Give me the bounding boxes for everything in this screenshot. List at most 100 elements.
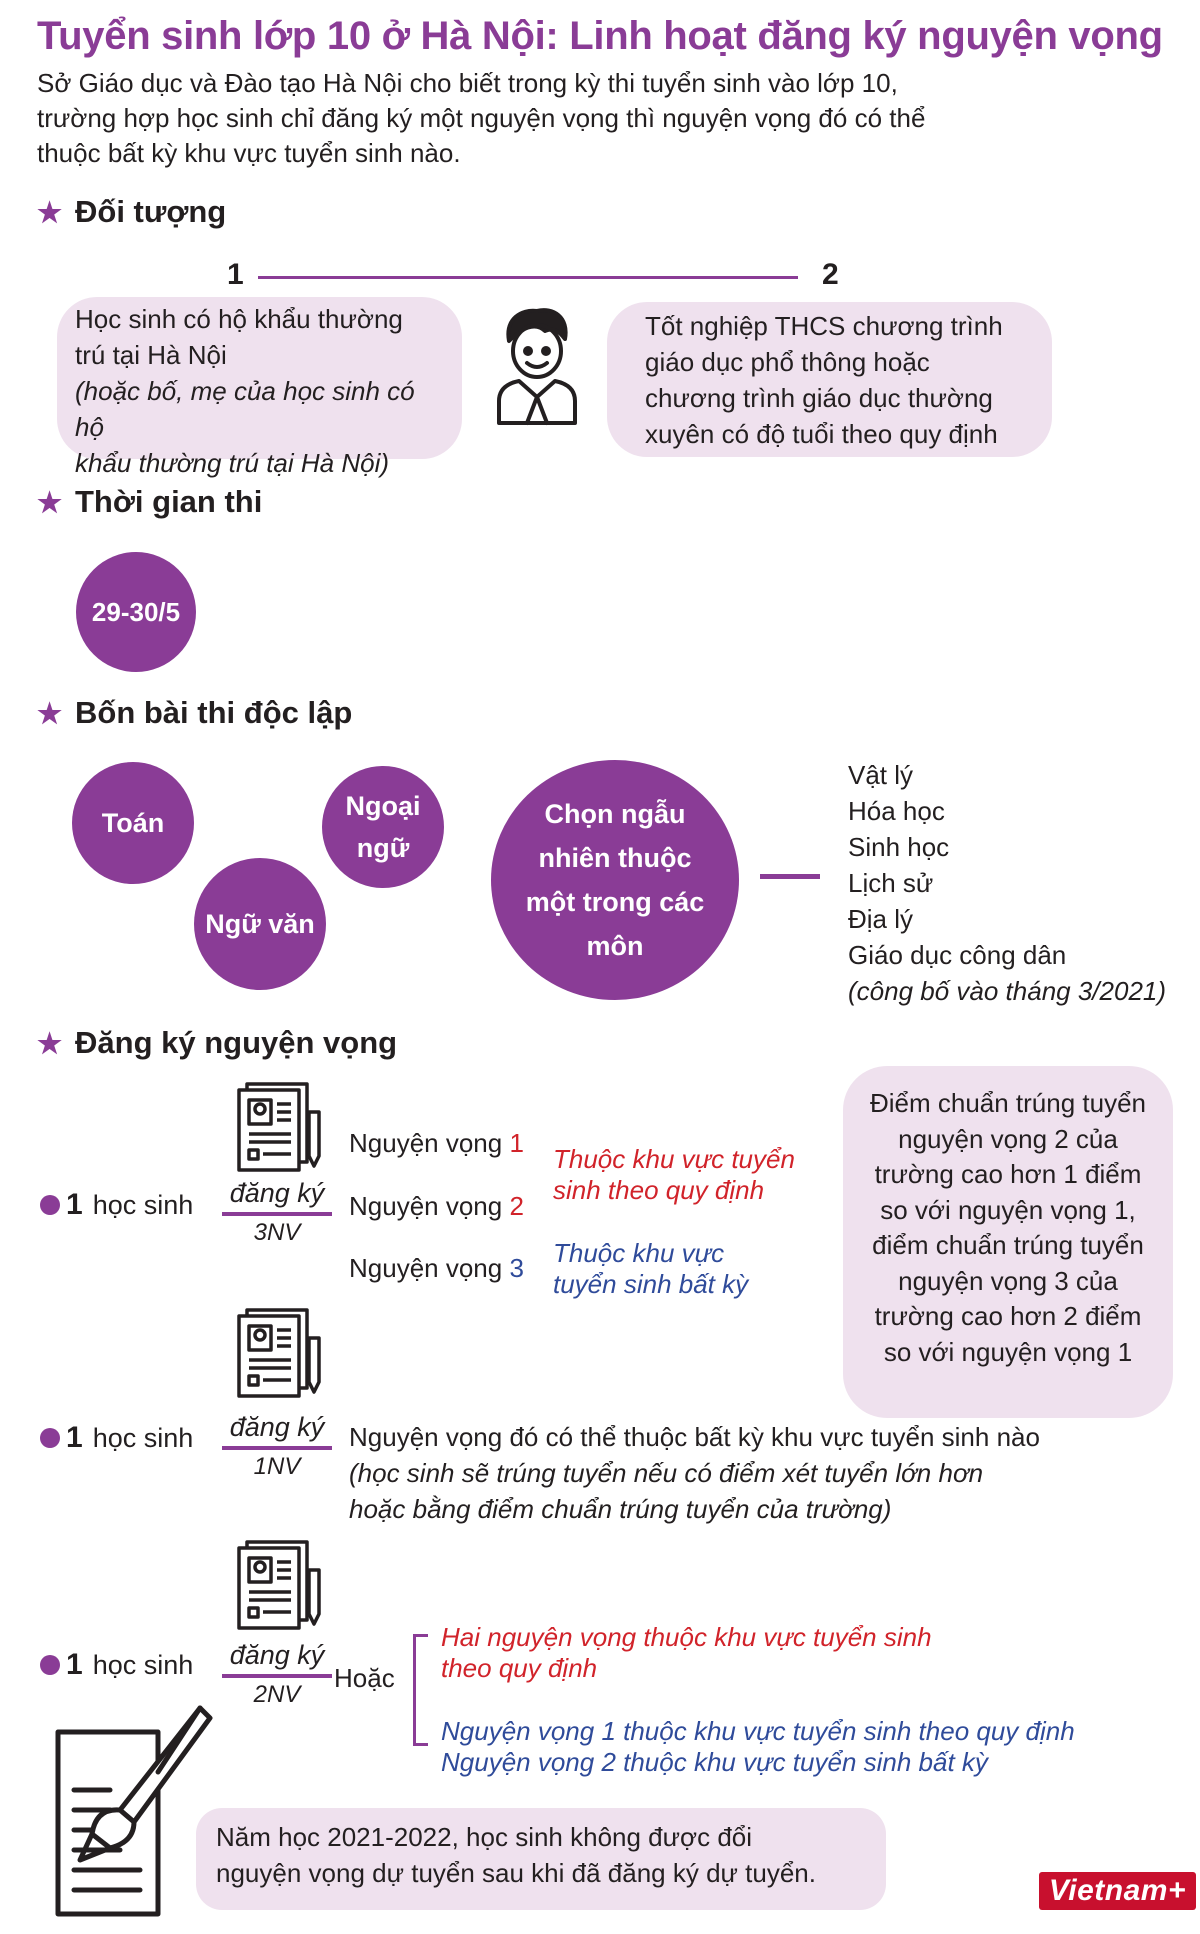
subject-line: Ngoại — [345, 791, 421, 821]
bullet-dot — [40, 1655, 60, 1675]
note-line: sinh theo quy định — [553, 1175, 765, 1205]
random-line: Chọn ngẫu — [544, 799, 686, 829]
blue-note: Thuộc khu vực tuyển sinh bất kỳ — [553, 1238, 748, 1300]
bubble-line: xuyên có độ tuổi theo quy định — [645, 419, 998, 449]
register-label: đăng ký — [229, 1412, 325, 1442]
registration-form-icon — [237, 1082, 321, 1172]
intro-text: Sở Giáo dục và Đào tạo Hà Nội cho biết t… — [37, 66, 1137, 171]
footer-note: Năm học 2021-2022, học sinh không được đ… — [196, 1808, 886, 1910]
nv-label: Nguyện vọng — [349, 1253, 503, 1283]
nv-label: Nguyện vọng — [349, 1128, 503, 1158]
bubble-line: Tốt nghiệp THCS chương trình — [645, 311, 1003, 341]
case2-line: Nguyện vọng đó có thể thuộc bất kỳ khu v… — [349, 1422, 1040, 1452]
box-line: nguyện vọng 3 của — [898, 1265, 1118, 1296]
box-line: so với nguyện vọng 1 — [883, 1336, 1133, 1367]
bullet-dot — [40, 1428, 60, 1448]
footer-line: Năm học 2021-2022, học sinh không được đ… — [216, 1822, 753, 1852]
page-title: Tuyển sinh lớp 10 ở Hà Nội: Linh hoạt đă… — [37, 14, 1163, 58]
subject-line: ngữ — [356, 833, 410, 863]
item-number-1: 1 — [227, 258, 244, 291]
nv-item-3: Nguyện vọng 3 — [349, 1253, 524, 1284]
subject-item: Hóa học — [848, 796, 945, 826]
nv-number: 3 — [509, 1253, 524, 1283]
box-line: nguyện vọng 2 của — [898, 1123, 1118, 1154]
star-icon: ★ — [37, 196, 63, 228]
nv-number: 2 — [509, 1191, 524, 1221]
random-subject-circle: Chọn ngẫu nhiên thuộc một trong các môn — [491, 760, 739, 1000]
exam-date-circle: 29-30/5 — [76, 552, 196, 672]
student-number: 1 — [66, 1421, 83, 1454]
nv-count: 3NV — [253, 1219, 301, 1246]
registration-form-icon — [237, 1540, 321, 1630]
bubble-note: khẩu thường trú tại Hà Nội) — [75, 448, 390, 478]
student-label-2nv: 1 học sinh — [40, 1648, 193, 1682]
subject-ngoai-ngu: Ngoại ngữ — [322, 766, 444, 888]
or-bracket — [413, 1634, 428, 1746]
intro-line: trường hợp học sinh chỉ đăng ký một nguy… — [37, 103, 926, 133]
box-line: điểm chuẩn trúng tuyển — [872, 1230, 1144, 1260]
item-number-2: 2 — [822, 258, 839, 291]
subject-toan: Toán — [72, 762, 194, 884]
registration-form-icon — [237, 1308, 321, 1398]
nv-label: Nguyện vọng — [349, 1191, 503, 1221]
student-icon — [497, 308, 577, 425]
box-line: trường cao hơn 1 điểm — [874, 1159, 1142, 1189]
section-title: Đối tượng — [75, 194, 227, 229]
bubble-line: trú tại Hà Nội — [75, 340, 227, 370]
student-text: học sinh — [92, 1189, 194, 1220]
nv-count: 2NV — [253, 1681, 301, 1708]
nv-item-2: Nguyện vọng 2 — [349, 1191, 524, 1222]
connector-line — [258, 276, 798, 279]
subject-item: Sinh học — [848, 832, 950, 862]
option-line: Nguyện vọng 1 thuộc khu vực tuyển sinh t… — [441, 1716, 1075, 1746]
subject-list: Vật lý Hóa học Sinh học Lịch sử Địa lý G… — [848, 757, 1166, 1009]
section-thoi-gian: ★ Thời gian thi — [37, 484, 262, 520]
option-line: Hai nguyện vọng thuộc khu vực tuyển sinh — [441, 1622, 932, 1652]
random-line: một trong các — [525, 887, 705, 917]
target-bubble-1: Học sinh có hộ khẩu thường trú tại Hà Nộ… — [57, 297, 462, 478]
option-line: theo quy định — [441, 1653, 598, 1683]
red-note: Thuộc khu vực tuyển sinh theo quy định — [553, 1144, 795, 1206]
case2-text: Nguyện vọng đó có thể thuộc bất kỳ khu v… — [349, 1419, 1040, 1527]
vietnamplus-logo: Vietnam+ — [1038, 1872, 1196, 1910]
box-line: Điểm chuẩn trúng tuyển — [869, 1088, 1147, 1118]
bullet-dot — [40, 1195, 60, 1215]
nv-number: 1 — [509, 1128, 524, 1158]
section-dang-ky: ★ Đăng ký nguyện vọng — [37, 1025, 397, 1061]
nv-count: 1NV — [253, 1453, 301, 1480]
register-underline — [222, 1212, 332, 1216]
target-bubble-2: Tốt nghiệp THCS chương trình giáo dục ph… — [607, 302, 1052, 457]
note-line: Thuộc khu vực tuyển — [553, 1144, 795, 1174]
section-title: Thời gian thi — [75, 484, 263, 519]
student-label-1nv: 1 học sinh — [40, 1421, 193, 1455]
register-label: đăng ký — [229, 1640, 325, 1670]
student-label-3nv: 1 học sinh — [40, 1188, 193, 1222]
case2-note: (học sinh sẽ trúng tuyển nếu có điểm xét… — [349, 1458, 984, 1488]
section-title: Đăng ký nguyện vọng — [75, 1025, 398, 1060]
bubble-line: chương trình giáo dục thường — [645, 383, 993, 413]
star-icon: ★ — [37, 1027, 63, 1059]
note-line: tuyển sinh bất kỳ — [553, 1269, 749, 1299]
case2-note: hoặc bằng điểm chuẩn trúng tuyển của trư… — [349, 1494, 892, 1524]
register-label: đăng ký — [229, 1178, 325, 1208]
bubble-line: Học sinh có hộ khẩu thường — [75, 304, 403, 334]
document-pen-icon — [55, 1705, 213, 1917]
option-1: Hai nguyện vọng thuộc khu vực tuyển sinh… — [441, 1622, 932, 1684]
register-underline — [222, 1446, 332, 1450]
register-underline — [222, 1674, 332, 1678]
section-bon-bai: ★ Bốn bài thi độc lập — [37, 695, 352, 731]
box-line: so với nguyện vọng 1, — [880, 1194, 1136, 1225]
nv-item-1: Nguyện vọng 1 — [349, 1128, 524, 1159]
intro-line: Sở Giáo dục và Đào tạo Hà Nội cho biết t… — [37, 68, 898, 98]
or-label: Hoặc — [334, 1663, 395, 1693]
student-text: học sinh — [92, 1649, 194, 1680]
section-doi-tuong: ★ Đối tượng — [37, 194, 226, 230]
box-line: trường cao hơn 2 điểm — [874, 1301, 1142, 1331]
cutoff-score-box: Điểm chuẩn trúng tuyển nguyện vọng 2 của… — [843, 1066, 1173, 1418]
subject-note: (công bố vào tháng 3/2021) — [848, 976, 1167, 1006]
option-2: Nguyện vọng 1 thuộc khu vực tuyển sinh t… — [441, 1716, 1075, 1778]
student-number: 1 — [66, 1188, 83, 1221]
star-icon: ★ — [37, 697, 63, 729]
option-line: Nguyện vọng 2 thuộc khu vực tuyển sinh b… — [441, 1747, 988, 1777]
student-text: học sinh — [92, 1422, 194, 1453]
